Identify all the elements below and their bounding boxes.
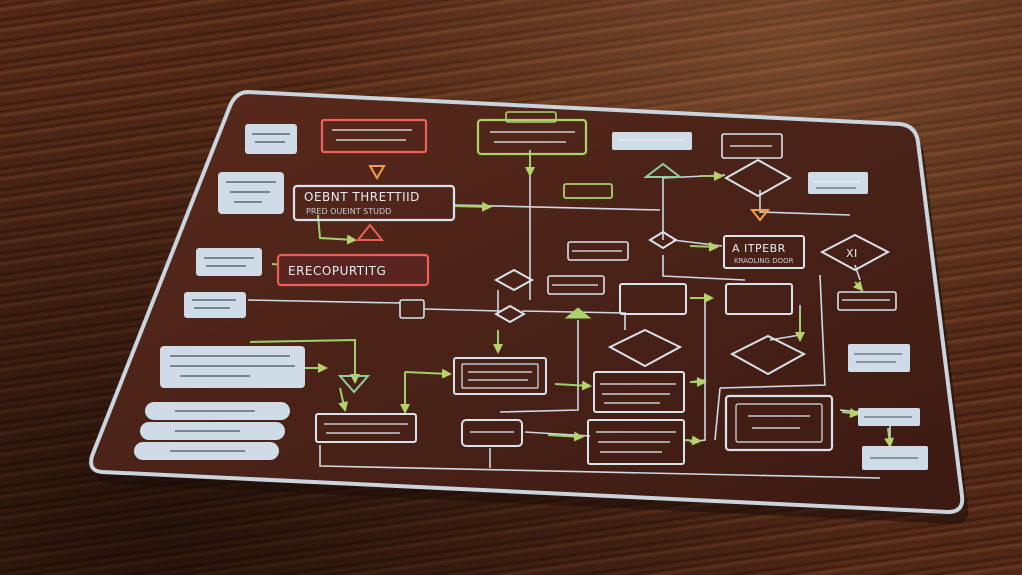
decision-diamond bbox=[729, 334, 807, 376]
decision-diamond bbox=[493, 268, 535, 292]
decision-diamond bbox=[819, 233, 891, 272]
up-triangle bbox=[643, 162, 683, 178]
process-box bbox=[476, 118, 588, 156]
small-box bbox=[563, 183, 613, 199]
note-box bbox=[160, 346, 305, 388]
scribble-lines bbox=[332, 129, 575, 143]
connector-line bbox=[247, 299, 401, 304]
note-box bbox=[245, 124, 297, 154]
arrow bbox=[852, 280, 864, 292]
decision-diamond bbox=[648, 230, 678, 250]
arrow bbox=[683, 435, 702, 446]
decision-diamonds bbox=[493, 158, 891, 376]
warning-triangle bbox=[355, 223, 385, 241]
scribble-lines bbox=[324, 139, 890, 453]
arrow bbox=[689, 241, 719, 252]
down-triangle bbox=[337, 375, 371, 394]
arrow bbox=[317, 214, 357, 245]
connector-line bbox=[499, 320, 579, 413]
action-box-label: A ITPEBR bbox=[732, 242, 786, 255]
arrow bbox=[249, 338, 360, 384]
small-box bbox=[567, 241, 629, 261]
decision-label: XI bbox=[846, 247, 858, 260]
start-box bbox=[320, 118, 428, 154]
arrow bbox=[554, 380, 592, 391]
action-box bbox=[723, 235, 805, 269]
arrow bbox=[454, 201, 492, 212]
small-box bbox=[808, 172, 868, 194]
decision-diamond bbox=[723, 158, 793, 198]
board bbox=[89, 89, 965, 515]
connector-line bbox=[424, 308, 501, 312]
process-box bbox=[461, 419, 523, 447]
small-box bbox=[837, 291, 897, 311]
main-title-label: OEBNT THRETTIID bbox=[304, 190, 420, 204]
process-box bbox=[593, 371, 685, 413]
connector-line bbox=[759, 190, 851, 216]
process-box bbox=[587, 419, 685, 465]
process-box-inner bbox=[461, 363, 539, 389]
down-triangle bbox=[749, 209, 771, 222]
main-title-sublabel: PRED OUEINT STUDD bbox=[306, 207, 391, 216]
connector-line bbox=[719, 274, 826, 389]
process-box bbox=[453, 357, 547, 395]
note-box bbox=[184, 292, 246, 318]
arrow bbox=[841, 408, 860, 418]
process-box-tab bbox=[505, 111, 557, 123]
scribble-lines bbox=[170, 133, 295, 452]
connector-line bbox=[662, 255, 746, 281]
process-box bbox=[315, 413, 417, 443]
highlight-box-label: ERECOPURTITG bbox=[288, 264, 386, 278]
process-box-inner bbox=[735, 403, 823, 443]
process-box bbox=[724, 394, 834, 452]
arrow bbox=[547, 431, 584, 442]
small-box bbox=[848, 344, 910, 372]
arrow bbox=[884, 427, 895, 448]
small-box bbox=[721, 133, 783, 159]
small-box bbox=[547, 275, 605, 295]
note-box bbox=[196, 248, 262, 276]
small-box bbox=[612, 132, 692, 150]
empty-box bbox=[725, 283, 793, 315]
highlight-box bbox=[276, 253, 430, 287]
small-box bbox=[399, 299, 425, 319]
down-triangle bbox=[368, 165, 386, 180]
up-triangle bbox=[564, 307, 592, 319]
connector-line bbox=[319, 445, 881, 479]
arrow bbox=[338, 387, 349, 412]
action-box-sublabel: KRAOLING DOOR bbox=[734, 257, 794, 265]
main-title-box bbox=[292, 184, 456, 222]
connector-line bbox=[714, 387, 721, 441]
empty-box bbox=[619, 283, 687, 315]
note-box bbox=[218, 172, 284, 214]
decision-diamond bbox=[607, 328, 683, 368]
scribble-lines bbox=[816, 187, 918, 459]
arrow bbox=[404, 368, 452, 379]
connector-line bbox=[854, 264, 861, 281]
decision-diamond bbox=[493, 304, 527, 324]
